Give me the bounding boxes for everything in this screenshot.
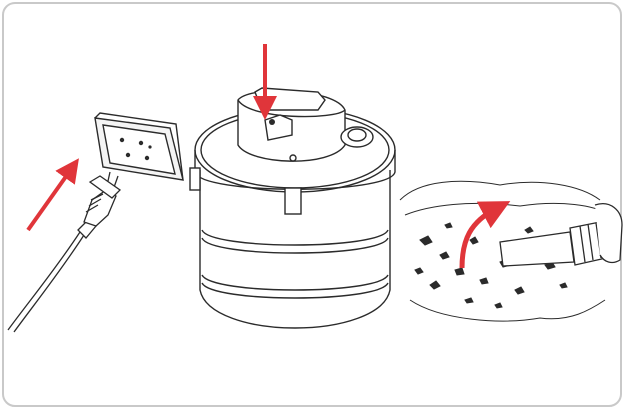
ash-vacuum-icon [190, 88, 395, 328]
